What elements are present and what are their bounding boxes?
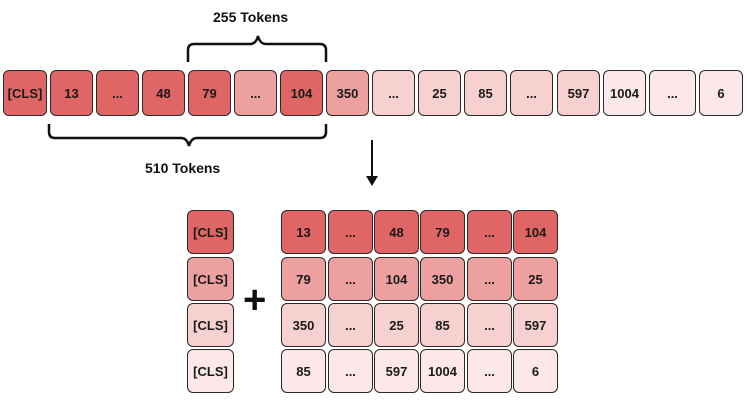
chunk-token-cell: 79 — [420, 210, 465, 254]
token-cell: ... — [649, 70, 696, 116]
chunk-token-cell: 25 — [513, 257, 558, 301]
chunk-token-cell: 85 — [281, 349, 326, 393]
chunk-token-cell: 6 — [513, 349, 558, 393]
token-cell: ... — [510, 70, 553, 116]
token-cell: 79 — [188, 70, 231, 116]
chunk-token-cell: 85 — [420, 303, 465, 347]
chunk-token-cell: 48 — [374, 210, 419, 254]
chunk-token-cell: 350 — [420, 257, 465, 301]
chunk-token-cell: 79 — [281, 257, 326, 301]
token-cell: 1004 — [603, 70, 646, 116]
chunk-token-cell: ... — [328, 210, 373, 254]
chunk-token-cell: ... — [467, 210, 512, 254]
token-cell: 597 — [557, 70, 600, 116]
chunk-token-cell: 597 — [374, 349, 419, 393]
token-cell: 85 — [464, 70, 507, 116]
chunk-token-cell: 104 — [374, 257, 419, 301]
chunk-token-cell: 104 — [513, 210, 558, 254]
cls-token-cell: [CLS] — [187, 210, 234, 254]
chunk-token-cell: ... — [467, 257, 512, 301]
chunk-token-cell: ... — [328, 303, 373, 347]
token-cell: 25 — [418, 70, 461, 116]
top-brace-label: 255 Tokens — [213, 9, 289, 25]
plus-sign: + — [243, 278, 267, 322]
chunk-token-cell: ... — [328, 349, 373, 393]
chunk-token-cell: 25 — [374, 303, 419, 347]
down-arrow-head — [366, 176, 378, 186]
bottom-brace-label: 510 Tokens — [145, 160, 221, 176]
chunk-token-cell: ... — [467, 303, 512, 347]
token-cell: 48 — [142, 70, 185, 116]
token-cell: 104 — [280, 70, 323, 116]
token-cell: 13 — [50, 70, 93, 116]
chunk-token-cell: ... — [467, 349, 512, 393]
token-cell: ... — [372, 70, 415, 116]
chunk-token-cell: 597 — [513, 303, 558, 347]
cls-token-cell: [CLS] — [187, 257, 234, 301]
cls-token-cell: [CLS] — [187, 349, 234, 393]
token-cell: [CLS] — [3, 70, 47, 116]
token-cell: ... — [96, 70, 139, 116]
chunk-token-cell: 350 — [281, 303, 326, 347]
chunk-token-cell: ... — [328, 257, 373, 301]
token-cell: 6 — [699, 70, 743, 116]
bottom-brace — [47, 124, 328, 147]
token-cell: 350 — [326, 70, 369, 116]
top-brace — [186, 35, 328, 62]
chunk-token-cell: 1004 — [420, 349, 465, 393]
chunk-token-cell: 13 — [281, 210, 326, 254]
token-cell: ... — [234, 70, 277, 116]
cls-token-cell: [CLS] — [187, 303, 234, 347]
